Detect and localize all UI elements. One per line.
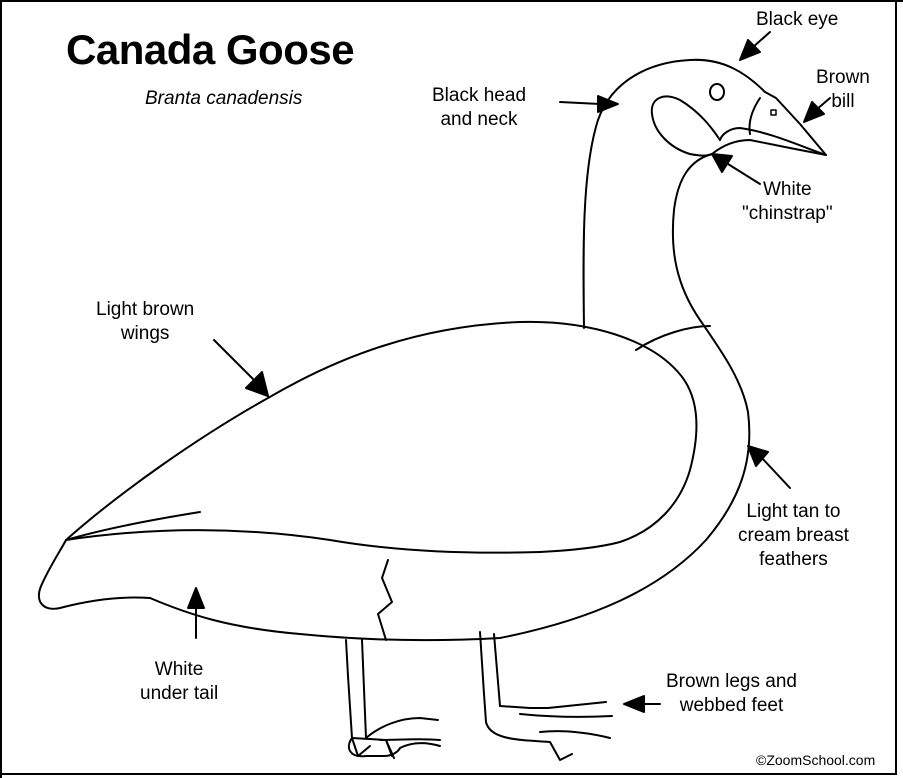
label-white-under-tail-line-2: under tail: [140, 682, 218, 706]
bill-base: [749, 98, 760, 134]
label-breast-feathers-line-1: Light tan to: [738, 500, 849, 524]
diagram-subtitle: Branta canadensis: [145, 88, 302, 110]
breast-line: [636, 326, 710, 350]
label-white-under-tail: White under tail: [140, 658, 218, 706]
arrowhead-legs: [624, 696, 644, 712]
label-black-head-neck: Black head and neck: [432, 84, 526, 132]
right-leg: [480, 632, 500, 722]
undertail-divider: [378, 560, 392, 640]
arrow-line-breast: [762, 458, 790, 488]
chinstrap-patch: [652, 96, 720, 155]
label-black-head-neck-line-1: Black head: [432, 84, 526, 108]
copyright-credit: ©ZoomSchool.com: [756, 752, 875, 768]
nostril: [771, 110, 776, 115]
eye: [710, 84, 724, 100]
label-black-head-neck-line-2: and neck: [432, 108, 526, 132]
label-breast-feathers: Light tan to cream breast feathers: [738, 500, 849, 572]
label-legs-feet-line-1: Brown legs and: [666, 670, 797, 694]
label-brown-bill-line-1: Brown: [816, 66, 870, 90]
arrowhead-chinstrap: [712, 154, 732, 172]
label-breast-feathers-line-3: feathers: [738, 548, 849, 572]
label-legs-feet-line-2: webbed feet: [666, 694, 797, 718]
arrow-line-wings: [214, 340, 254, 380]
label-white-chinstrap: White "chinstrap": [742, 178, 833, 226]
arrowhead-under-tail: [188, 588, 204, 608]
wing-lower-outline: [66, 530, 620, 552]
label-light-brown-wings: Light brown wings: [96, 298, 194, 346]
label-breast-feathers-line-2: cream breast: [738, 524, 849, 548]
label-black-eye: Black eye: [756, 8, 838, 32]
label-light-brown-wings-line-1: Light brown: [96, 298, 194, 322]
label-black-eye-text: Black eye: [756, 8, 838, 32]
neck-front-outline: [150, 154, 749, 640]
head-outline: [712, 92, 826, 155]
label-white-chinstrap-line-1: White: [742, 178, 833, 202]
right-foot: [486, 702, 612, 760]
wing-outline: [66, 322, 696, 542]
label-brown-bill: Brown bill: [816, 66, 870, 114]
diagram-title: Canada Goose: [66, 26, 354, 74]
label-legs-feet: Brown legs and webbed feet: [666, 670, 797, 718]
left-foot: [349, 718, 440, 756]
label-light-brown-wings-line-2: wings: [96, 322, 194, 346]
label-white-chinstrap-line-2: "chinstrap": [742, 202, 833, 226]
tail-outline: [39, 512, 200, 609]
label-brown-bill-line-2: bill: [816, 90, 870, 114]
arrowhead-breast: [748, 446, 768, 466]
label-white-under-tail-line-1: White: [140, 658, 218, 682]
arrow-line-head-neck: [560, 102, 600, 104]
